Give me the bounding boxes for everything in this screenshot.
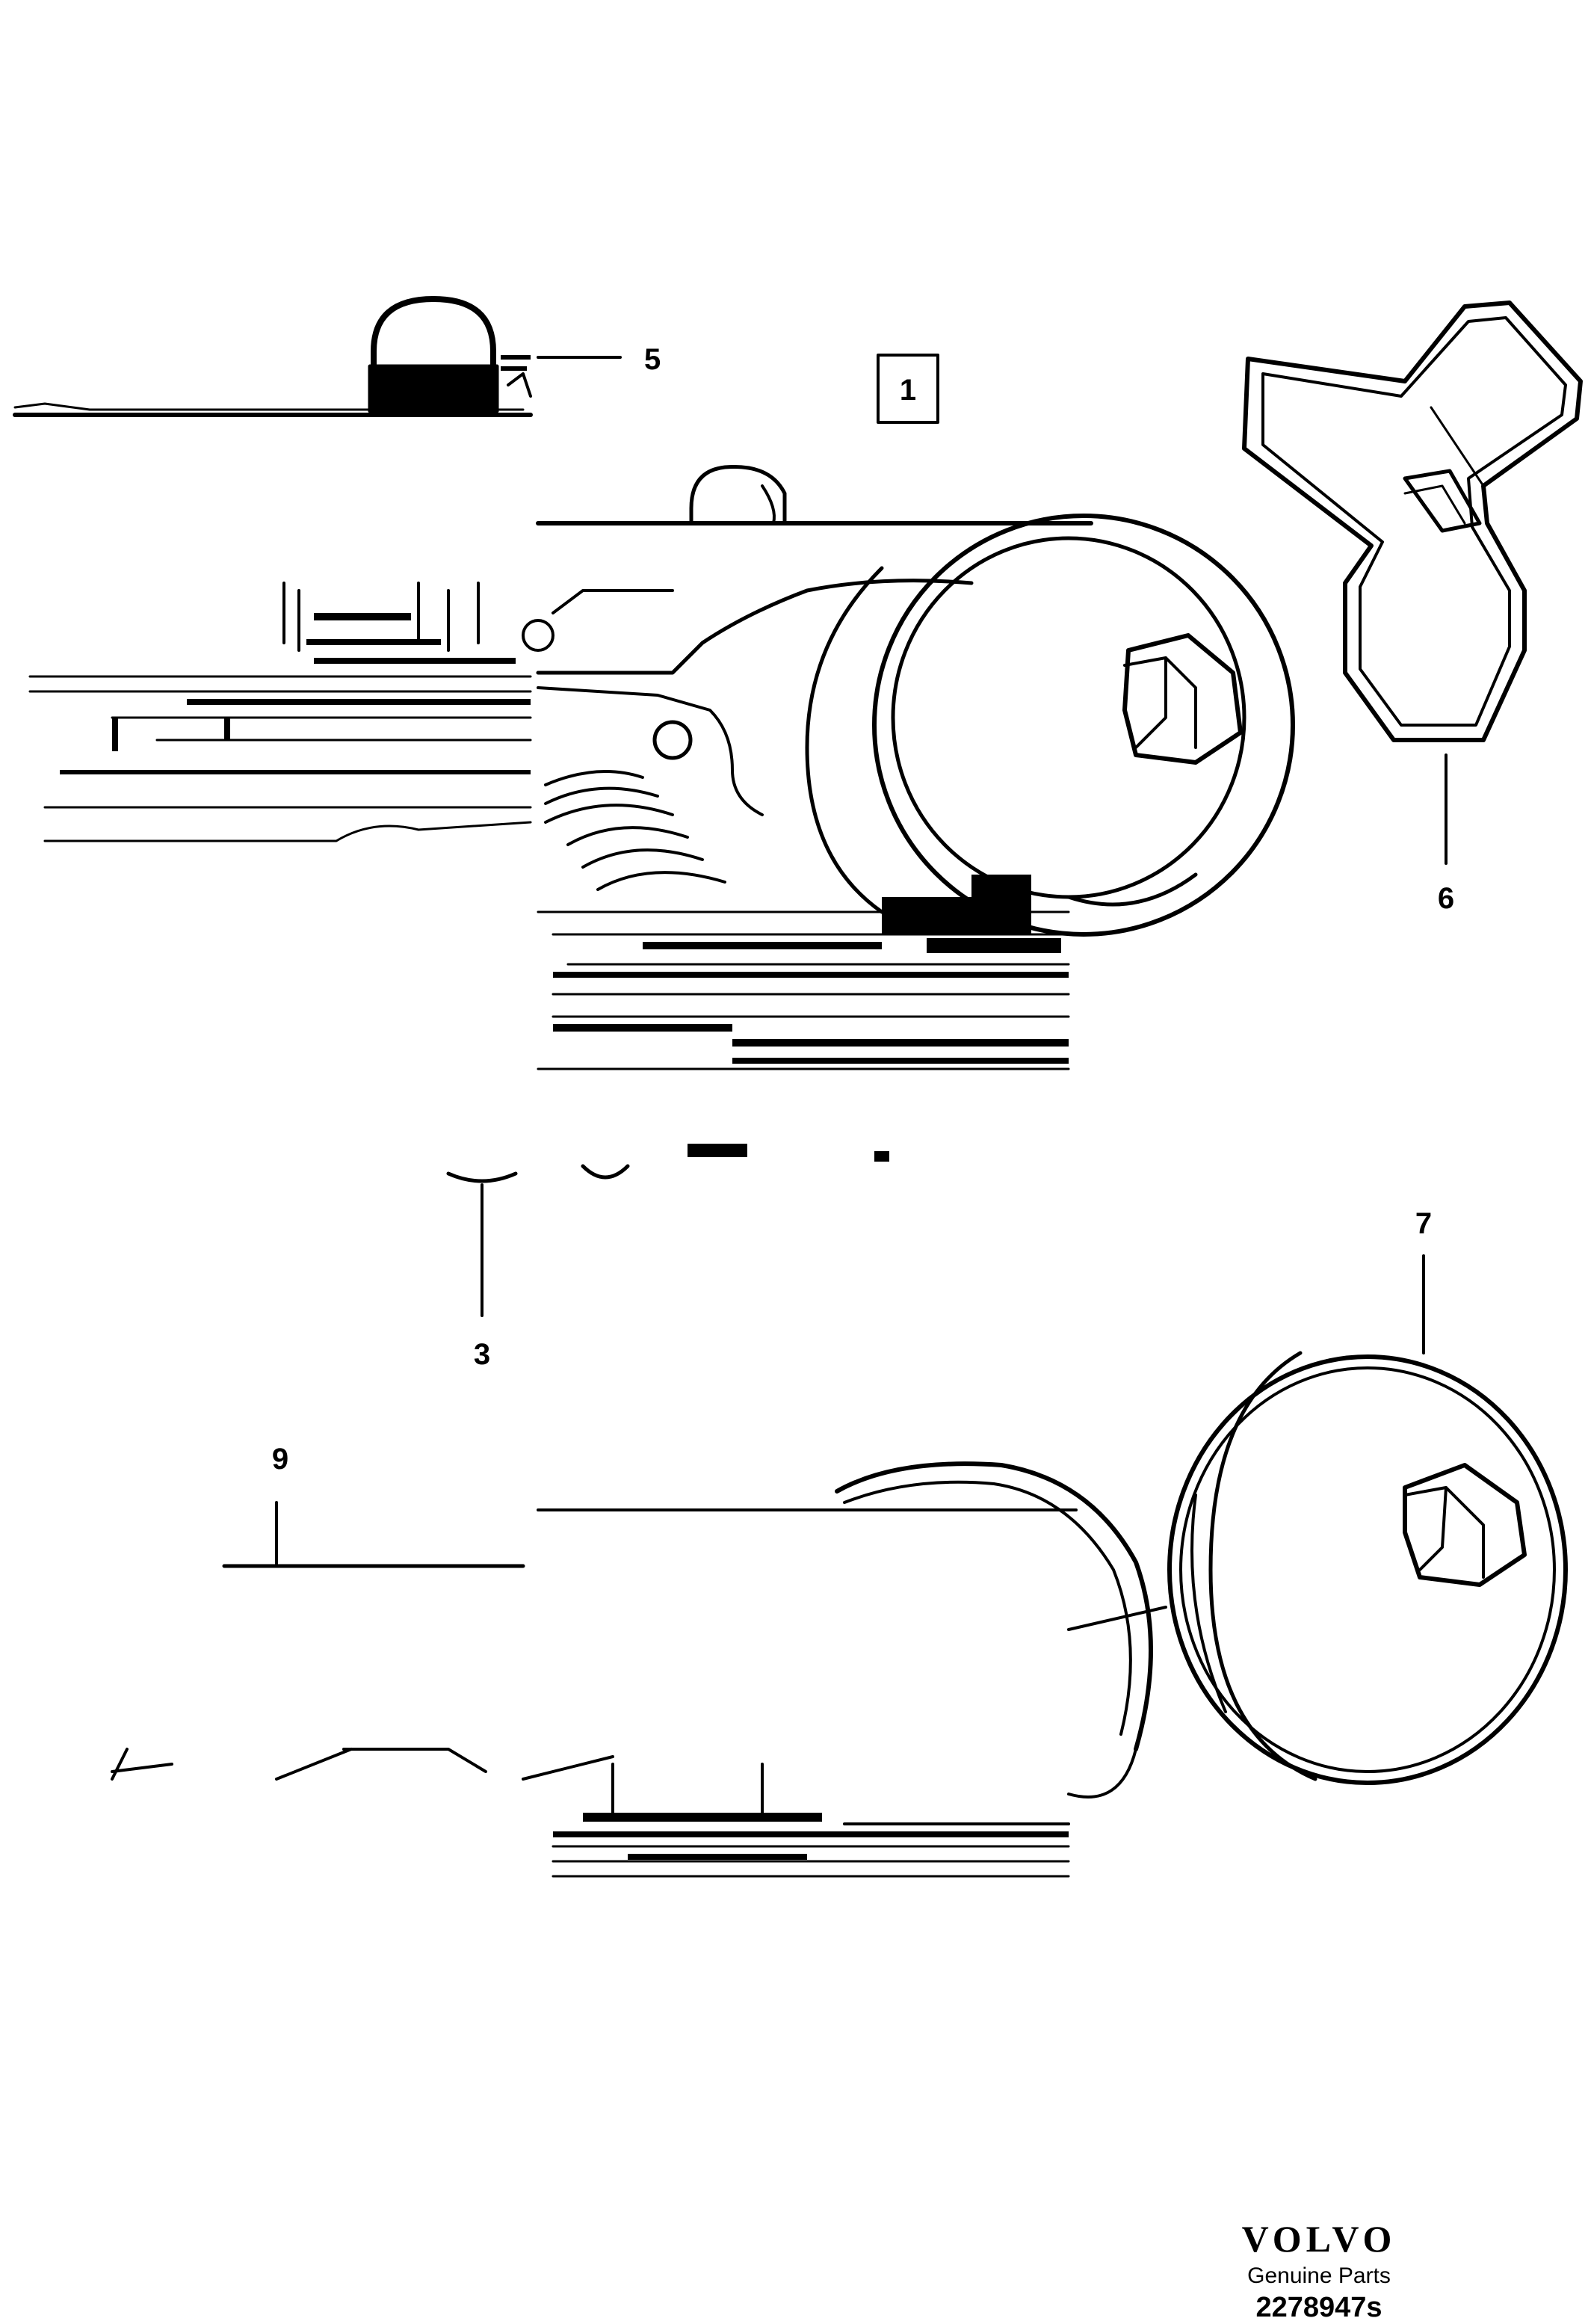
filter-cap-part-7-drawing [1167,1254,1568,1785]
clip-part-5-drawing [13,296,533,417]
oil-filter-housing [522,464,1295,1070]
volvo-logo: VOLVO [1241,2218,1397,2260]
callout-7: 7 [1415,1207,1432,1240]
o-ring-part-9-drawing [111,1461,1167,1878]
callout-1: 1 [900,374,916,407]
callout-5: 5 [644,343,661,376]
brand-tagline: Genuine Parts [1247,2263,1391,2288]
callout-9: 9 [272,1443,288,1476]
part-1-box [877,354,939,424]
callout-3: 3 [474,1338,490,1371]
callout-6: 6 [1438,882,1454,915]
housing-left-upper [28,582,532,842]
gasket-part-6-drawing [1242,300,1583,742]
brand-block: VOLVO Genuine Parts 2278947s [1222,2220,1416,2324]
diagram-code: 2278947s [1255,2292,1382,2323]
